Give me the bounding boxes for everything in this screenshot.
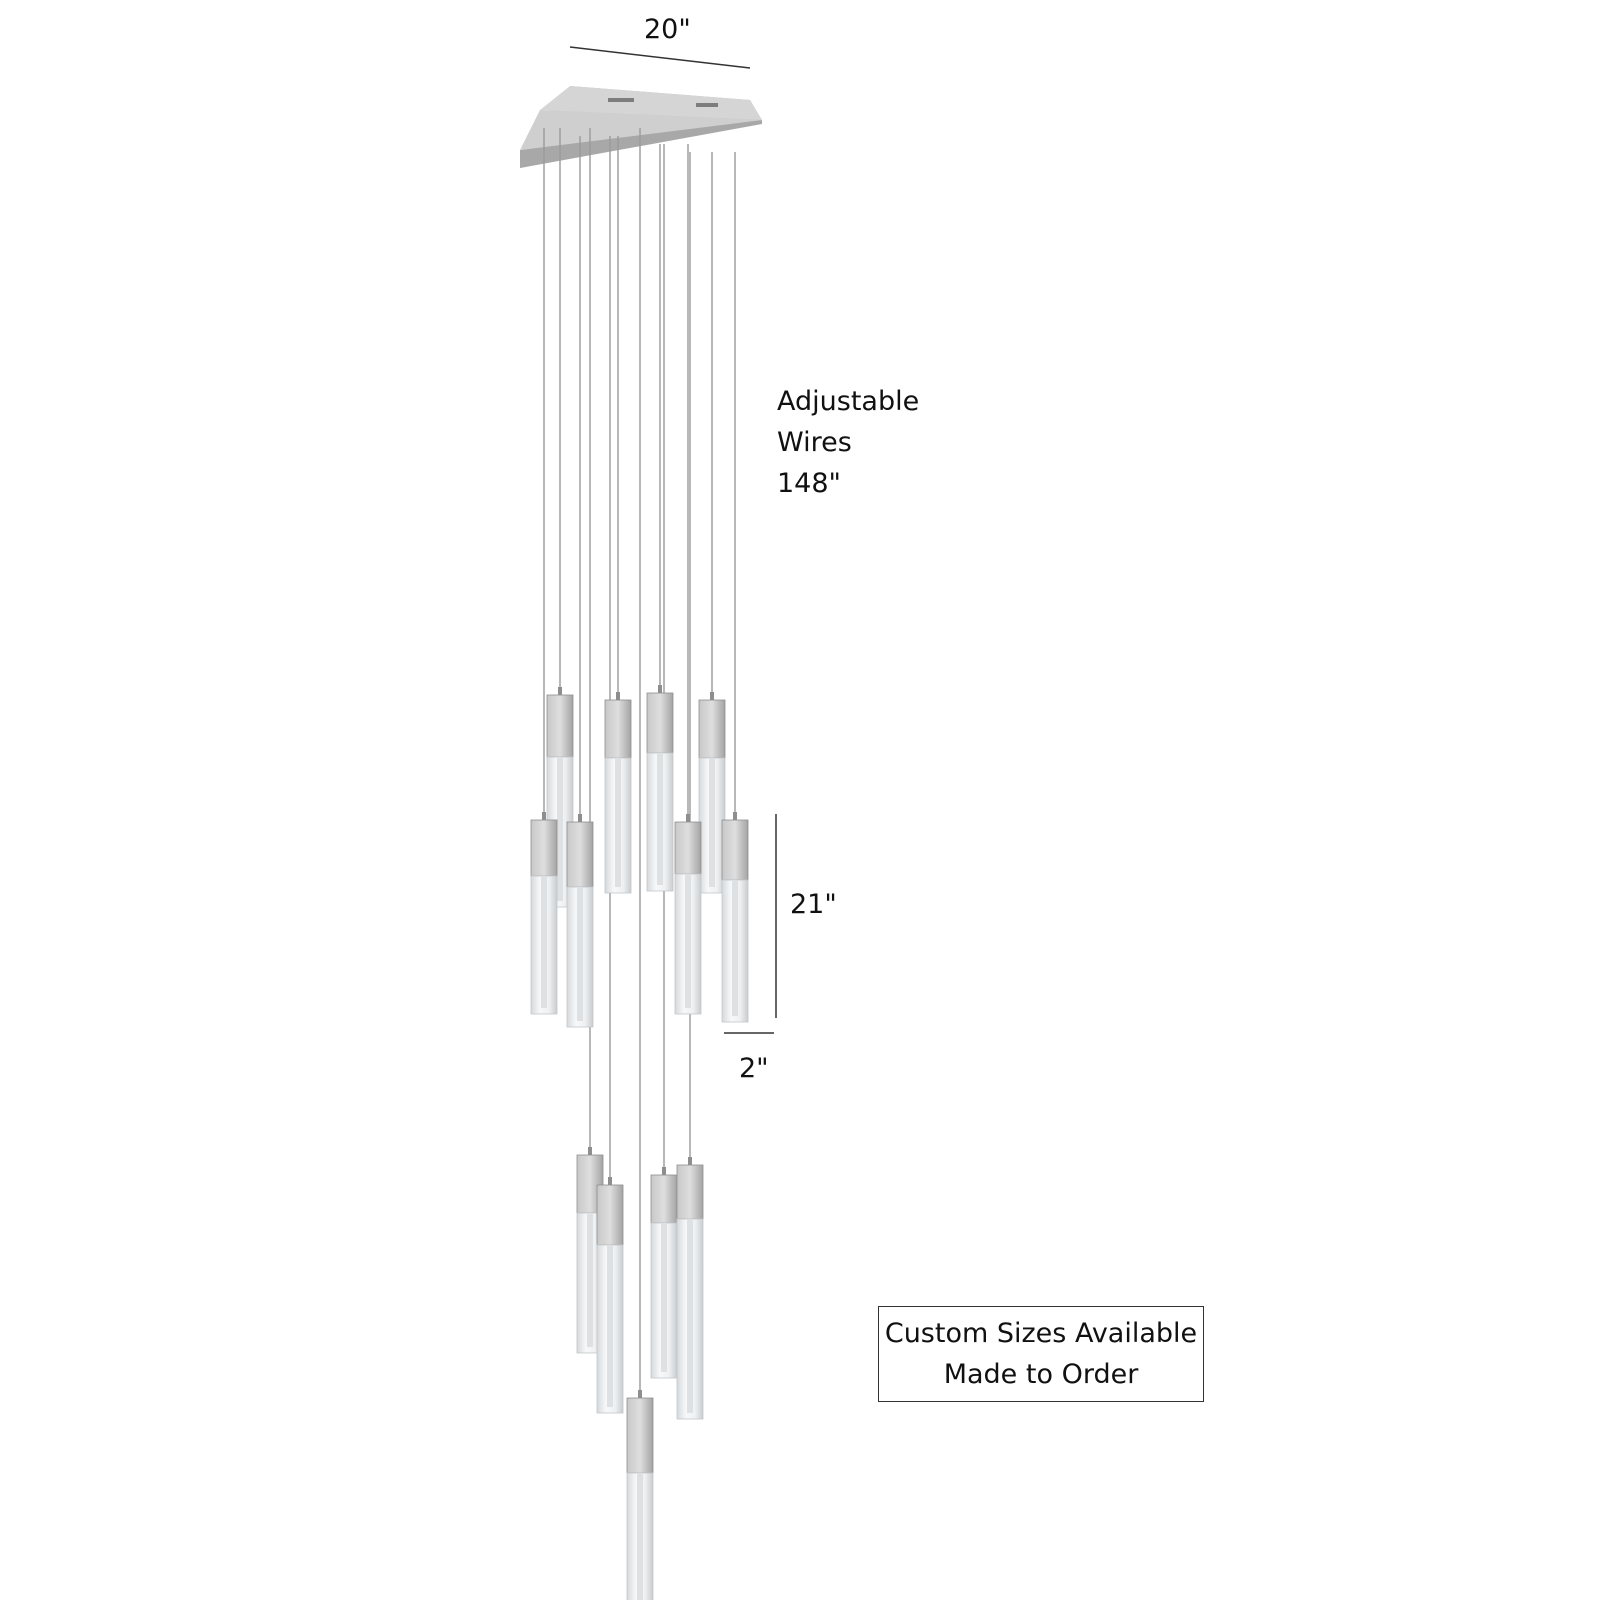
pendant-stem [558, 687, 562, 695]
pendant-light [566, 814, 594, 1028]
pendant-stem [578, 814, 582, 822]
pendant-light [674, 814, 702, 1015]
pendant-stem [542, 812, 546, 820]
pendant-width-label: 2" [739, 1053, 769, 1084]
pendant-cap [721, 819, 749, 881]
pendant-light [721, 812, 749, 1023]
pendant-cap [676, 1164, 704, 1220]
pendant-stem [733, 812, 737, 820]
pendant-stem [686, 814, 690, 822]
pendant-light [530, 812, 558, 1015]
pendant-light [576, 1147, 604, 1354]
wire-length-value: 148" [777, 468, 841, 499]
pendant-stem [662, 1167, 666, 1175]
pendant-cap [626, 1397, 654, 1474]
pendant-cap [566, 821, 594, 888]
custom-sizes-notice: Custom Sizes Available Made to Order [878, 1306, 1204, 1402]
pendant-cap [698, 699, 726, 759]
pendant-light [650, 1167, 678, 1379]
pendant-cap [546, 694, 574, 758]
notice-line2: Made to Order [943, 1359, 1139, 1390]
pendant-cap [650, 1174, 678, 1224]
canopy-width-dimension-line [569, 46, 751, 69]
pendant-cap [530, 819, 558, 877]
pendant-group [530, 685, 749, 1600]
canopy-width-label: 20" [644, 14, 691, 45]
pendant-cap [646, 692, 674, 754]
pendant-stem [608, 1177, 612, 1185]
canopy [520, 86, 762, 168]
pendant-height-label: 21" [790, 889, 837, 920]
pendant-stem [688, 1157, 692, 1165]
wire-length-label: Adjustable Wires 148" [777, 381, 919, 504]
pendant-stem [616, 692, 620, 700]
pendant-stem [658, 685, 662, 693]
pendant-light [604, 692, 632, 894]
pendant-cap [674, 821, 702, 875]
wire-label-line1: Adjustable [777, 386, 920, 417]
wire-label-line2: Wires [777, 427, 852, 458]
pendant-stem [588, 1147, 592, 1155]
pendant-cap [604, 699, 632, 759]
pendant-light [676, 1157, 704, 1420]
pendant-stem [710, 692, 714, 700]
pendant-light [626, 1390, 654, 1600]
pendant-stem [638, 1390, 642, 1398]
pendant-light [698, 692, 726, 894]
pendant-light [646, 685, 674, 892]
pendant-light [596, 1177, 624, 1414]
notice-line1: Custom Sizes Available [884, 1318, 1198, 1349]
pendant-cap [596, 1184, 624, 1246]
